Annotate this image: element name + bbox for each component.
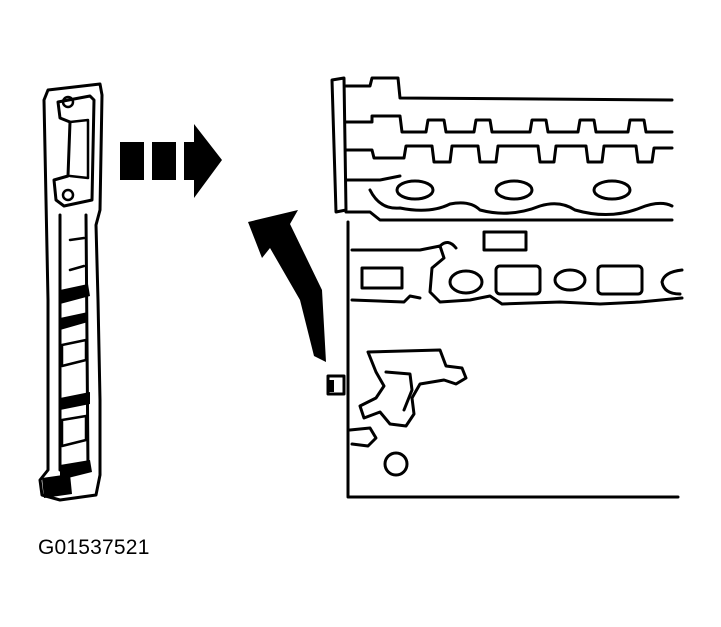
install-direction-arrow xyxy=(120,124,222,198)
pointer-arrow xyxy=(248,210,326,362)
figure-id-code: G01537521 xyxy=(38,536,150,559)
cylinder-head xyxy=(326,76,684,499)
chain-guide-part xyxy=(38,82,104,502)
